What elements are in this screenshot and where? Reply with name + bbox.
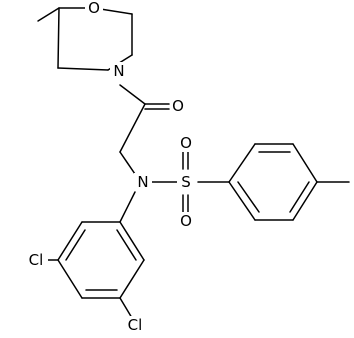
bond-tolyl-inner-b xyxy=(289,181,310,213)
chlorine-bottom-label: Cl xyxy=(128,316,143,334)
morpholine-nitrogen-label: N xyxy=(113,62,124,80)
bond-ch2-amide-n xyxy=(119,151,136,175)
bond-carbonyl-ch2 xyxy=(119,103,146,153)
bond-aryl-cl-bottom xyxy=(119,297,133,319)
bond-morph-c2-n xyxy=(57,67,109,71)
bond-aryl-6-1 xyxy=(119,221,145,261)
bonds xyxy=(37,7,350,319)
bond-aryl-3-4 xyxy=(57,259,83,299)
bond-n-aryl xyxy=(119,191,136,223)
bond-aryl-inner-a xyxy=(65,229,86,261)
bond-tolyl-1-2 xyxy=(228,143,256,183)
bond-morph-o-c1 xyxy=(37,7,60,22)
atom-labels: O N O N S O O Cl Cl xyxy=(24,0,195,334)
chlorine-left-label: Cl xyxy=(29,251,44,269)
bond-tolyl-3-4 xyxy=(292,143,318,183)
bond-aryl-2-3 xyxy=(57,221,83,261)
bond-morph-c1-c2 xyxy=(57,7,60,69)
morpholine-oxygen-label: O xyxy=(88,0,100,17)
bond-tolyl-4-5 xyxy=(292,181,318,221)
sulfur-label: S xyxy=(181,173,191,191)
sulfonyl-oxygen-top-label: O xyxy=(180,134,192,152)
amide-nitrogen-label: N xyxy=(137,173,148,191)
bond-tolyl-6-1 xyxy=(228,181,256,221)
bond-tolyl-inner-c xyxy=(237,181,260,213)
carbonyl-oxygen-label: O xyxy=(172,97,184,115)
sulfonyl-oxygen-bottom-label: O xyxy=(180,212,192,230)
bond-aryl-inner-c xyxy=(116,229,137,261)
bond-n-carbonyl xyxy=(119,84,146,105)
bond-aryl-5-6 xyxy=(119,259,145,299)
